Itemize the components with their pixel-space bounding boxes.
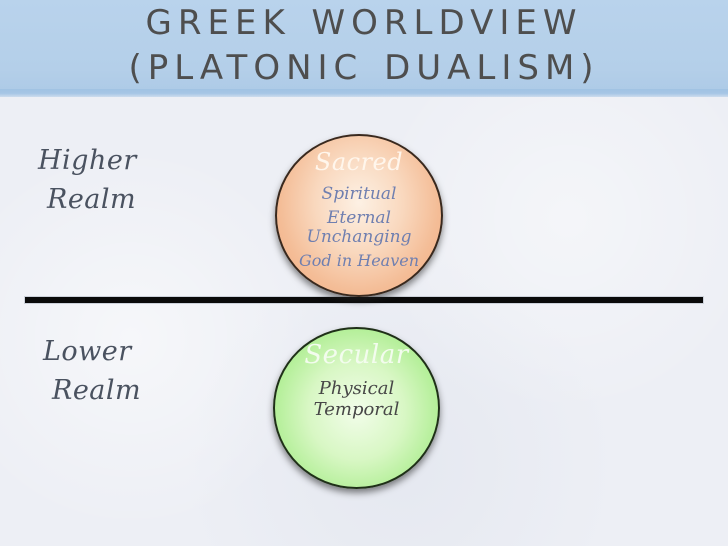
slide-title: GREEK WORLDVIEW (PLATONIC DUALISM) — [0, 1, 728, 91]
higher-realm-label: Higher Realm — [38, 141, 137, 219]
sacred-item-spiritual: Spiritual — [321, 184, 397, 204]
higher-realm-line1: Higher — [38, 145, 137, 176]
sacred-item-unchanging: Unchanging — [306, 227, 412, 247]
header-band-edge — [0, 89, 728, 97]
sacred-circle: Sacred Spiritual Eternal Unchanging God … — [275, 134, 443, 297]
secular-item-physical: Physical — [318, 378, 395, 399]
slide-title-line1: GREEK WORLDVIEW — [145, 3, 583, 43]
secular-circle: Secular Physical Temporal — [273, 327, 440, 489]
sacred-item-god-in-heaven: God in Heaven — [298, 251, 420, 270]
secular-item-temporal: Temporal — [313, 399, 400, 420]
lower-realm-label: Lower Realm — [43, 332, 141, 410]
slide-title-line2: (PLATONIC DUALISM) — [128, 48, 600, 88]
higher-realm-line2: Realm — [47, 184, 137, 215]
header-band — [0, 0, 728, 89]
sacred-circle-title: Sacred — [314, 148, 404, 176]
sacred-circle-items: Spiritual Eternal Unchanging God in Heav… — [277, 184, 441, 271]
lower-realm-line2: Realm — [52, 375, 142, 406]
sacred-item-eternal: Eternal — [327, 208, 391, 228]
secular-circle-title: Secular — [304, 340, 409, 370]
secular-circle-items: Physical Temporal — [275, 378, 438, 420]
lower-realm-line1: Lower — [43, 336, 132, 367]
realm-divider-line — [25, 297, 703, 303]
